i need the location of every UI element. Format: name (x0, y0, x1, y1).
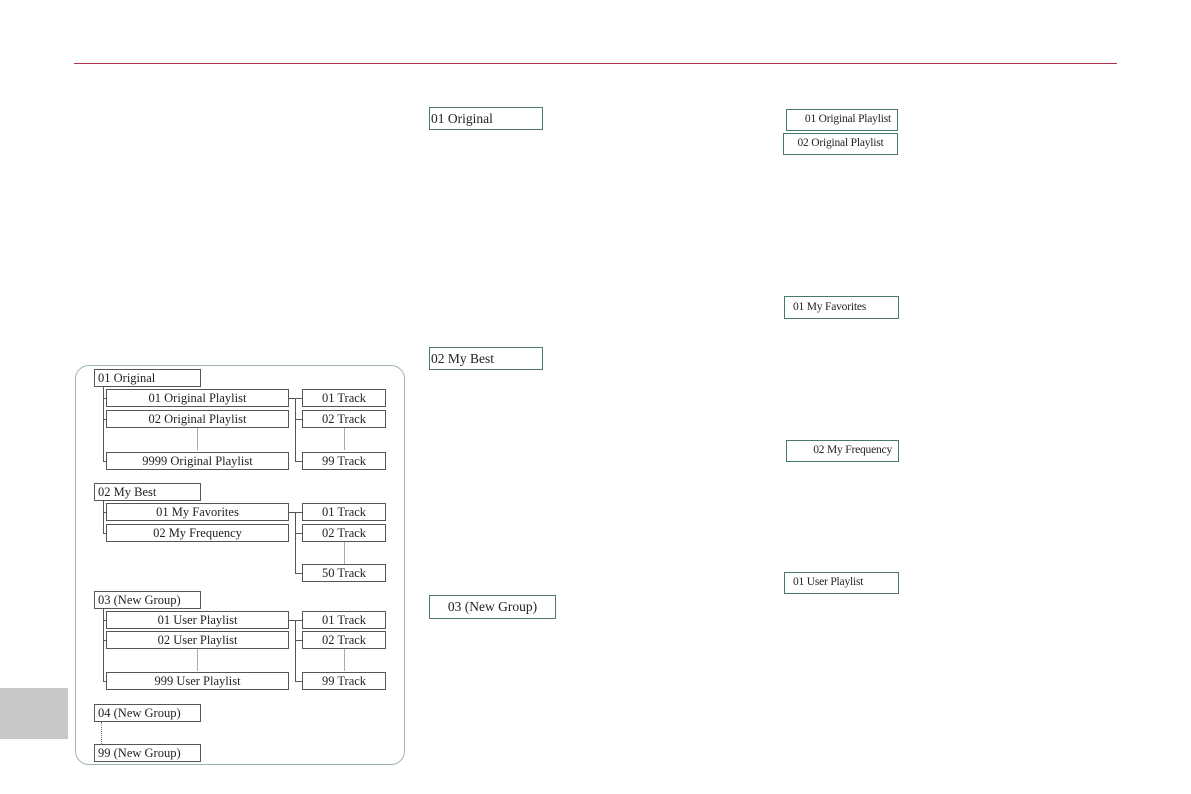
playlist-box: 999 User Playlist (106, 672, 289, 690)
playlist-box: 02 User Playlist (106, 631, 289, 649)
tree-line (289, 398, 297, 399)
playlist-box: 01 User Playlist (106, 611, 289, 629)
tree-line (295, 419, 303, 420)
group-box-03-new-group: 03 (New Group) (94, 591, 201, 609)
tree-line (103, 609, 104, 682)
tree-line (295, 512, 296, 574)
tree-line (295, 461, 303, 462)
tree-line (197, 428, 198, 450)
tree-line (295, 573, 303, 574)
tree-line (289, 620, 303, 621)
callout-03-new-group: 03 (New Group) (429, 595, 556, 619)
playlist-box: 02 My Frequency (106, 524, 289, 542)
tree-line (344, 542, 345, 564)
callout-02-my-best: 02 My Best (429, 347, 543, 370)
group-box-01-original: 01 Original (94, 369, 201, 387)
tree-line (344, 649, 345, 671)
group-box-02-my-best: 02 My Best (94, 483, 201, 501)
playlist-box: 01 My Favorites (106, 503, 289, 521)
callout-02-original-playlist: 02 Original Playlist (783, 133, 898, 155)
tree-line (295, 533, 303, 534)
tree-line (295, 398, 296, 462)
side-tab (0, 688, 68, 739)
callout-01-original: 01 Original (429, 107, 543, 130)
tree-line (295, 640, 303, 641)
track-box: 01 Track (302, 503, 386, 521)
group-box-04-new-group: 04 (New Group) (94, 704, 201, 722)
track-box: 99 Track (302, 672, 386, 690)
track-box: 01 Track (302, 389, 386, 407)
tree-line (344, 428, 345, 450)
tree-line (103, 387, 104, 462)
tree-dotted-line (101, 722, 102, 744)
callout-01-user-playlist: 01 User Playlist (784, 572, 899, 594)
callout-01-original-playlist: 01 Original Playlist (786, 109, 898, 131)
callout-01-my-favorites: 01 My Favorites (784, 296, 899, 319)
track-box: 99 Track (302, 452, 386, 470)
callout-02-my-frequency: 02 My Frequency (786, 440, 899, 462)
track-box: 02 Track (302, 410, 386, 428)
track-box: 50 Track (302, 564, 386, 582)
playlist-box: 9999 Original Playlist (106, 452, 289, 470)
header-rule (74, 63, 1117, 64)
group-box-99-new-group: 99 (New Group) (94, 744, 201, 762)
tree-line (295, 620, 296, 682)
tree-line (289, 512, 303, 513)
tree-line (103, 501, 104, 534)
playlist-box: 01 Original Playlist (106, 389, 289, 407)
tree-line (295, 398, 303, 399)
track-box: 02 Track (302, 524, 386, 542)
tree-line (197, 649, 198, 671)
track-box: 01 Track (302, 611, 386, 629)
playlist-tree-panel: 01 Original 01 Original Playlist 02 Orig… (75, 365, 405, 765)
track-box: 02 Track (302, 631, 386, 649)
tree-line (295, 681, 303, 682)
playlist-box: 02 Original Playlist (106, 410, 289, 428)
